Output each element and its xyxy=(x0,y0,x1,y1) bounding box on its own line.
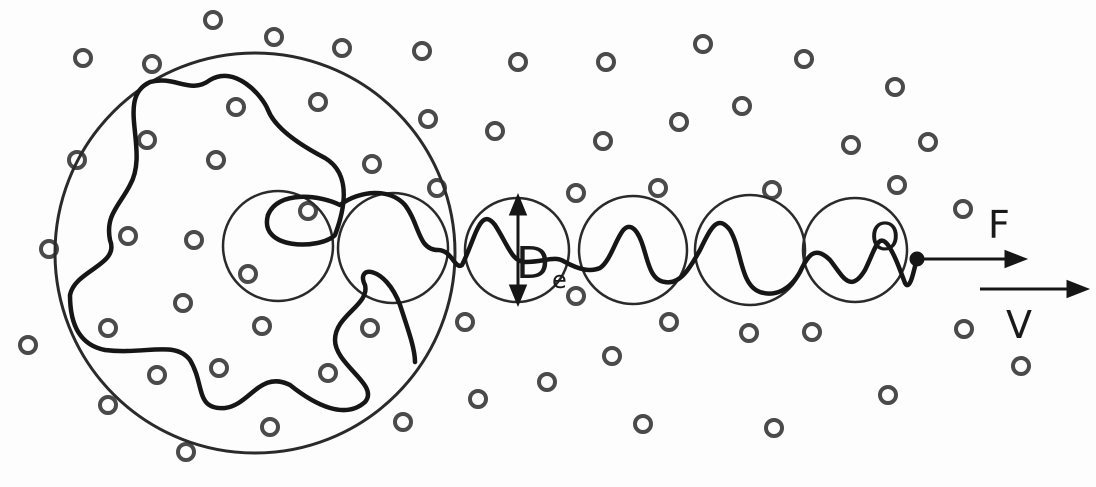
solvent-particle xyxy=(920,134,936,150)
polymer-chain-tail xyxy=(268,193,917,294)
solvent-particle xyxy=(887,79,903,95)
solvent-particle xyxy=(956,321,972,337)
solvent-particle xyxy=(766,420,782,436)
solvent-particle xyxy=(661,314,677,330)
solvent-particle xyxy=(955,201,971,217)
solvent-particle xyxy=(100,397,116,413)
solvent-particle xyxy=(20,337,36,353)
solvent-particle xyxy=(470,391,486,407)
force-arrow xyxy=(911,252,1024,266)
solvent-particle xyxy=(796,51,812,67)
solvent-particle xyxy=(262,419,278,435)
tube-diameter-subscript: e xyxy=(552,266,567,294)
solvent-particle xyxy=(120,228,136,244)
solvent-particle xyxy=(228,99,244,115)
solvent-particle xyxy=(414,43,430,59)
solvent-particle xyxy=(741,325,757,341)
solvent-particle xyxy=(364,156,380,172)
solvent-particle xyxy=(764,182,780,198)
solvent-particle xyxy=(395,414,411,430)
velocity-arrow xyxy=(980,282,1086,296)
solvent-particle xyxy=(320,365,336,381)
solvent-particle xyxy=(75,50,91,66)
solvent-particle xyxy=(568,185,584,201)
solvent-particle xyxy=(1013,358,1029,374)
solvent-particle xyxy=(240,266,256,282)
solvent-particle xyxy=(211,360,227,376)
solvent-particle xyxy=(208,152,224,168)
solvent-particle xyxy=(149,367,165,383)
force-label: F xyxy=(988,203,1010,247)
solvent-particle xyxy=(889,177,905,193)
solvent-particle xyxy=(362,320,378,336)
solvent-particle xyxy=(510,54,526,70)
solvent-particle xyxy=(420,111,436,127)
solvent-particle xyxy=(804,324,820,340)
solvent-particle xyxy=(734,98,750,114)
solvent-particle xyxy=(568,288,584,304)
solvent-particle xyxy=(186,232,202,248)
solvent-particle xyxy=(178,444,194,460)
solvent-particle xyxy=(266,29,282,45)
solvent-particle xyxy=(635,416,651,432)
solvent-particle xyxy=(695,36,711,52)
solvent-particle xyxy=(100,320,116,336)
solvent-particle xyxy=(671,114,687,130)
solvent-particle xyxy=(487,123,503,139)
solvent-particle xyxy=(598,54,614,70)
solvent-particle xyxy=(457,314,473,330)
solvent-particle xyxy=(254,318,270,334)
solvent-particle xyxy=(205,12,221,28)
solvent-particle xyxy=(604,348,620,364)
blob-circle xyxy=(579,196,687,304)
solvent-particle xyxy=(539,374,555,390)
solvent-particle xyxy=(650,180,666,196)
solvent-particle xyxy=(175,295,191,311)
solvent-particle xyxy=(334,40,350,56)
solvent-particle xyxy=(595,133,611,149)
blob-circle xyxy=(223,191,333,301)
solvent-particle xyxy=(144,56,160,72)
solvent-particle xyxy=(843,137,859,153)
end-point-label: O xyxy=(870,215,900,259)
velocity-label: V xyxy=(1006,303,1032,347)
solvent-particle xyxy=(139,132,155,148)
solvent-particle xyxy=(310,94,326,110)
solvent-particle xyxy=(880,387,896,403)
tube-diameter-label: D xyxy=(516,238,550,289)
